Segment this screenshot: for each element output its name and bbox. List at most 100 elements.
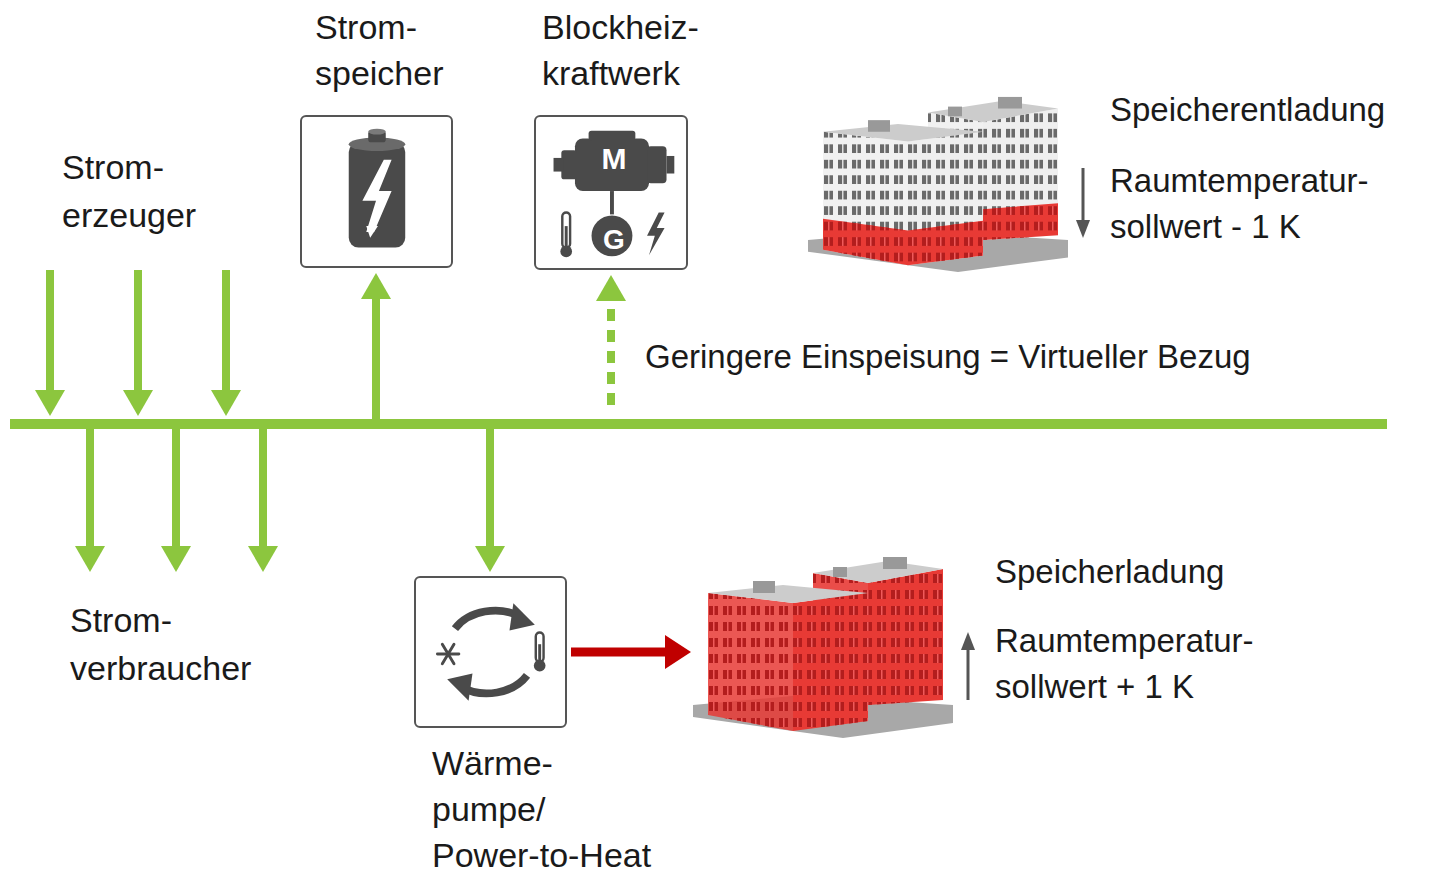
text-line: Strom- [315, 4, 444, 50]
power-flow-arrows-part [172, 428, 180, 548]
motor-letter: M [594, 139, 634, 179]
building-illustration-part [708, 593, 793, 731]
building-illustration-part [983, 109, 1058, 241]
setpoint-down-arrow [1076, 168, 1090, 238]
node-heading: Speicherentladung [1110, 88, 1385, 132]
producer-label: Strom- erzeuger [62, 143, 196, 239]
building-illustration-part [793, 593, 868, 731]
node-note-wrap: Raumtemperatur- sollwert + 1 K [995, 618, 1254, 710]
power-flow-arrows-part [248, 546, 278, 572]
flow-note-wrap: Geringere Einspeisung = Virtueller Bezug [645, 336, 1251, 378]
chp-engine-icon-part [554, 158, 564, 172]
building-illustration-part [908, 132, 983, 265]
power-flow-arrows-part [475, 546, 505, 572]
power-flow-arrows-part [35, 390, 65, 416]
building-illustration-part [883, 557, 907, 569]
text-line: Raumtemperatur- [1110, 158, 1369, 204]
power-flow-arrows-part [259, 428, 267, 548]
node-note: Raumtemperatur- sollwert + 1 K [995, 618, 1254, 710]
node-heading-wrap: Wärme- pumpe/ Power-to-Heat [432, 740, 651, 878]
text-line: Speicherentladung [1110, 88, 1385, 132]
heat-pump-icon-part-part [442, 644, 454, 663]
power-flow-arrows-part [607, 299, 615, 405]
node-note-wrap: Raumtemperatur- sollwert - 1 K [1110, 158, 1369, 250]
text-line: sollwert + 1 K [995, 664, 1254, 710]
node-heading-wrap: Strom- speicher [315, 4, 444, 96]
building-illustration-part [823, 124, 983, 141]
building-illustration-part [823, 219, 908, 265]
building-illustration-part [908, 221, 983, 265]
heat-flow-arrow [571, 635, 691, 669]
battery-icon-part [349, 142, 405, 247]
power-flow-arrows-part [46, 270, 54, 392]
power-flow-arrows-part [86, 428, 94, 548]
node-note: Raumtemperatur- sollwert - 1 K [1110, 158, 1369, 250]
node-heading: Speicherladung [995, 550, 1224, 594]
building-illustration-part [983, 109, 1058, 241]
chp-engine-icon-part [561, 150, 577, 179]
building-illustration-part [868, 569, 943, 705]
power-bus [10, 419, 1387, 429]
building-illustration-part [948, 107, 962, 117]
text-line: Raumtemperatur- [995, 618, 1254, 664]
battery-icon [302, 117, 451, 266]
battery-icon-part [368, 129, 386, 135]
heat-flow-arrow-part [571, 648, 667, 657]
text-line: Blockheiz- [542, 4, 699, 50]
building-illustration-part [908, 132, 983, 265]
power-flow-arrows-part [134, 270, 142, 392]
building-illustration-part [823, 132, 908, 265]
text-line: verbraucher [70, 644, 251, 692]
text-line: Geringere Einspeisung = Virtueller Bezug [645, 336, 1251, 378]
chp-engine-icon-part [610, 191, 614, 214]
power-flow-arrows-part [372, 297, 380, 420]
node-heading-wrap: Blockheiz- kraftwerk [542, 4, 699, 96]
building-illustration-part [753, 581, 775, 593]
battery-icon-part [362, 160, 391, 232]
building-illustration-part [998, 97, 1022, 109]
setpoint-down-arrow-part [1076, 220, 1090, 238]
building-illustration-part [833, 567, 847, 577]
power-flow-arrows-part [211, 390, 241, 416]
node-heading: Strom- speicher [315, 4, 444, 96]
building-illustration-part [708, 593, 793, 731]
setpoint-down-arrow-part [1082, 168, 1085, 222]
text-line: erzeuger [62, 191, 196, 239]
building-illustration-part [823, 219, 908, 265]
consumer-label-wrap: Strom- verbraucher [70, 596, 251, 692]
chp-box: Blockheiz- kraftwerkMG [534, 115, 688, 270]
node-heading-wrap: Speicherentladung [1110, 88, 1385, 132]
heat-pump-icon-part [509, 603, 534, 630]
power-flow-arrows-part [361, 273, 391, 299]
building-illustration-part [928, 101, 1058, 122]
setpoint-up-arrow-part [967, 648, 970, 700]
producer-label-wrap: Strom- erzeuger [62, 143, 196, 239]
generator-letter: G [594, 222, 634, 258]
building-illustration [808, 95, 1068, 272]
node-heading-wrap: Speicherladung [995, 550, 1224, 594]
text-line: Wärme- [432, 740, 651, 786]
heat-pump-box: Wärme- pumpe/ Power-to-Heat [414, 576, 567, 728]
building-illustration-part [868, 569, 943, 705]
chp-engine-icon-part [589, 131, 636, 141]
text-line: Power-to-Heat [432, 832, 651, 878]
node-heading: Blockheiz- kraftwerk [542, 4, 699, 96]
heat-pump-icon-part [447, 673, 472, 700]
setpoint-up-arrow-part [961, 632, 975, 650]
consumer-label: Strom- verbraucher [70, 596, 251, 692]
building-illustration-part [908, 221, 983, 265]
building-illustration-part [823, 132, 908, 265]
heat-flow-arrow-part [665, 635, 691, 669]
power-flow-arrows-part [161, 546, 191, 572]
building-illustration-part [983, 203, 1058, 240]
text-line: speicher [315, 50, 444, 96]
text-line: Strom- [62, 143, 196, 191]
heat-pump-icon-part [437, 644, 458, 663]
battery-icon-part [366, 226, 378, 238]
heat-pump-icon [416, 578, 565, 726]
power-flow-arrows-part [75, 546, 105, 572]
chp-engine-icon-part [647, 146, 666, 183]
text-line: sollwert - 1 K [1110, 204, 1369, 250]
text-line: pumpe/ [432, 786, 651, 832]
